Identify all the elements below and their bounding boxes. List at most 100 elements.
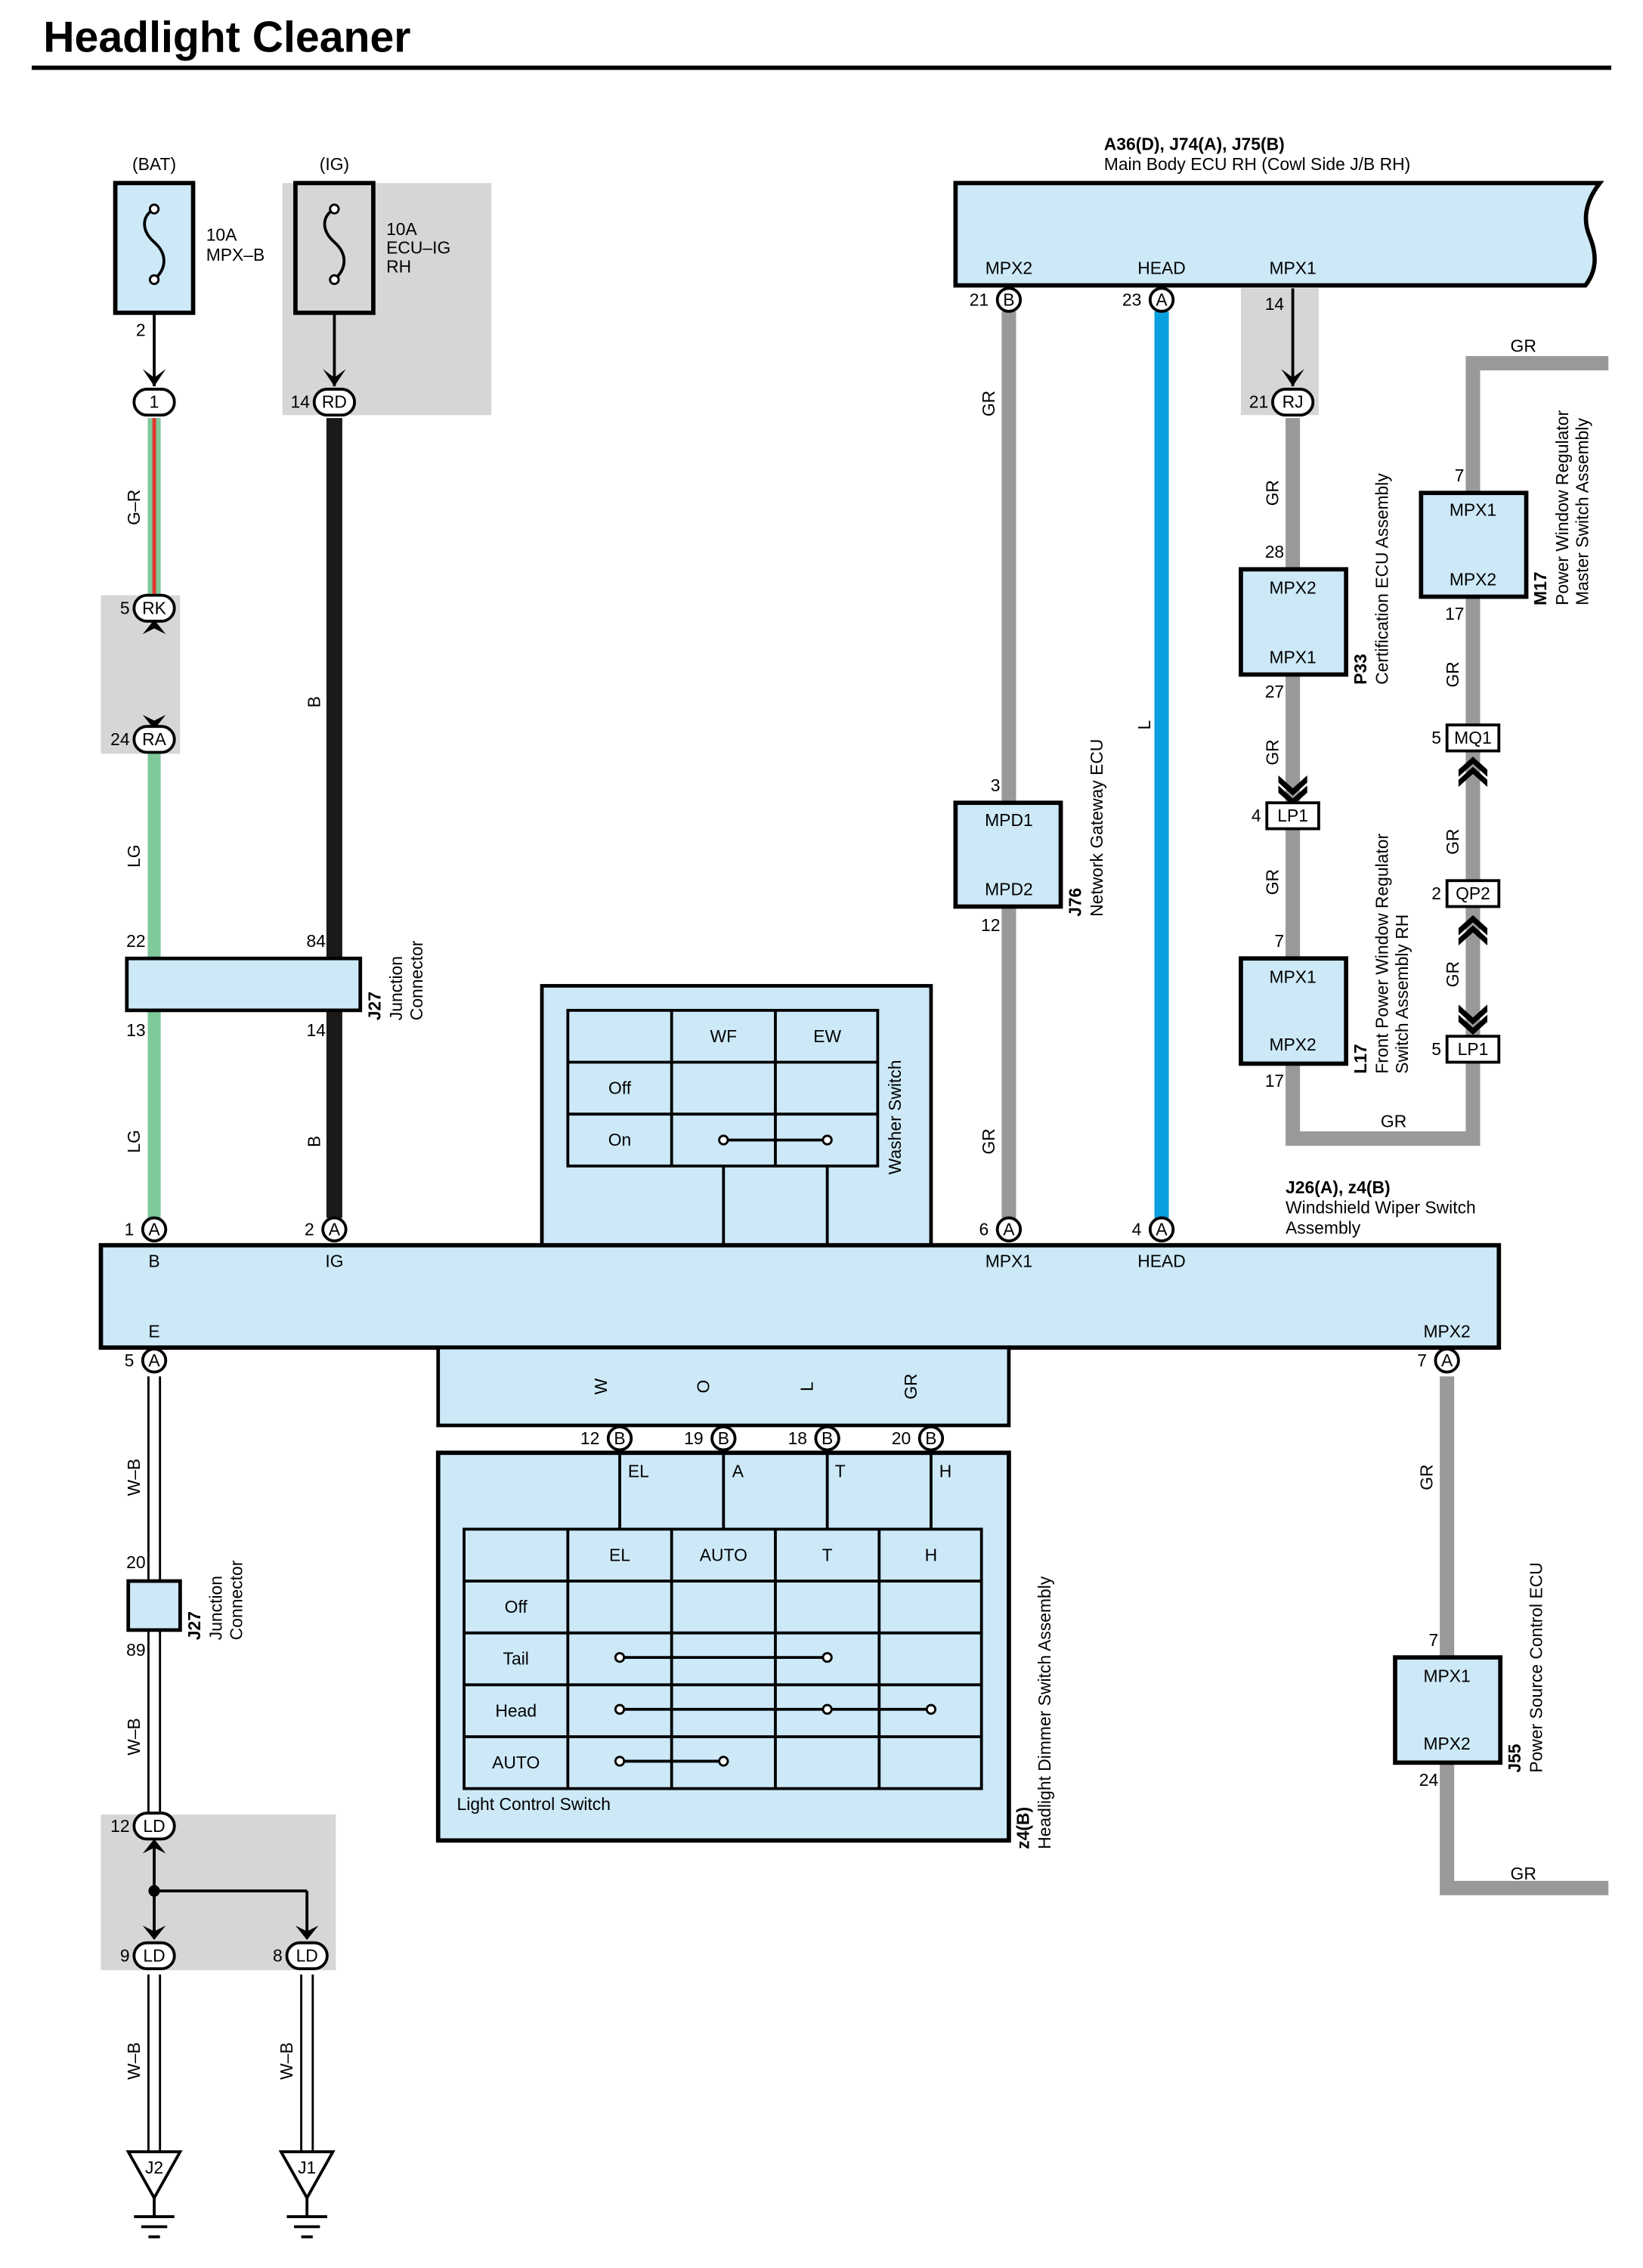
pin-5-mq1: 5	[1431, 728, 1441, 747]
ground-j2-label: J2	[145, 2158, 163, 2177]
psu-ref: J55	[1505, 1744, 1524, 1772]
front-pw-pin-mpx2: MPX2	[1269, 1035, 1316, 1054]
pin-5-lp1: 5	[1431, 1039, 1441, 1059]
wiper-switch-lower-tab	[436, 1345, 1011, 1428]
conn-a-7: A	[1441, 1351, 1453, 1370]
fuse-bat-amp: 10A	[206, 225, 237, 245]
lcs-row-off: Off	[505, 1597, 528, 1617]
washer-switch-table	[566, 1008, 880, 1245]
main-ecu-ref: A36(D), J74(A), J75(B)	[1104, 134, 1285, 153]
conn-ra: RA	[142, 729, 167, 749]
dimmer-pin-a: A	[732, 1462, 744, 1481]
rect-connectors	[1265, 723, 1501, 1064]
pin-7-psu: 7	[1428, 1630, 1438, 1650]
front-pw-pin-mpx1: MPX1	[1269, 967, 1316, 987]
main-ecu-pin-mpx1: MPX1	[1269, 258, 1316, 277]
gateway-pin-mpd2: MPD2	[985, 879, 1033, 899]
circle-connectors	[141, 286, 1460, 1452]
conn-b-21: B	[1003, 289, 1014, 309]
ig-label: (IG)	[320, 154, 349, 174]
pill-connectors	[132, 388, 1315, 1970]
pin-17-front-pw: 17	[1265, 1071, 1284, 1091]
pin-24-psu: 24	[1419, 1770, 1439, 1790]
junction-connector-j27-upper	[125, 956, 363, 1013]
j27-upper-name1: Junction	[386, 956, 406, 1020]
lcs-col-h: H	[925, 1545, 938, 1564]
page-title: Headlight Cleaner	[43, 14, 410, 62]
pin-14-rd: 14	[291, 392, 311, 412]
wire-b-lower: B	[304, 1136, 323, 1147]
pin-14-j27: 14	[307, 1020, 326, 1040]
main-ecu-pin-mpx2: MPX2	[985, 258, 1032, 277]
wire-gr-gateway-upper: GR	[979, 391, 998, 416]
pin-12-b: 12	[580, 1428, 599, 1448]
pin-20-b: 20	[892, 1428, 911, 1448]
wire-w-b-j2: W–B	[124, 2042, 144, 2080]
washer-col-ew: EW	[813, 1026, 841, 1046]
pin-4-lp1: 4	[1252, 806, 1261, 825]
light-control-table	[463, 1453, 983, 1790]
light-control-switch-label: Light Control Switch	[457, 1794, 611, 1814]
bat-label: (BAT)	[132, 154, 176, 174]
wiper-pin-ig: IG	[325, 1251, 343, 1270]
main-ecu-name: Main Body ECU RH (Cowl Side J/B RH)	[1104, 154, 1411, 174]
connector-arrows	[142, 369, 1488, 1940]
conn-ld-9: LD	[143, 1945, 165, 1965]
cert-ref: P33	[1351, 654, 1370, 685]
pin-89-j27: 89	[126, 1640, 145, 1660]
wiper-pin-e: E	[148, 1322, 159, 1341]
wire-gr-qp2-lp1: GR	[1443, 961, 1462, 987]
conn-ld-8: LD	[296, 1945, 318, 1965]
wire-l-head: L	[1134, 720, 1154, 730]
lcs-col-t: T	[822, 1545, 833, 1564]
wires	[147, 288, 1609, 2152]
psu-pin-mpx1: MPX1	[1423, 1666, 1470, 1686]
conn-rj: RJ	[1283, 392, 1304, 412]
conn-rd: RD	[322, 392, 347, 412]
j27-upper-name2: Connector	[407, 940, 426, 1020]
front-pw-ref: L17	[1351, 1044, 1370, 1073]
pin-1-a: 1	[125, 1219, 135, 1239]
fuse-ig-amp: 10A	[386, 219, 417, 239]
main-body-ecu-box	[953, 181, 1604, 288]
dimmer-pin-el: EL	[628, 1462, 649, 1481]
conn-b-20: B	[925, 1428, 936, 1448]
pin-12-gateway: 12	[981, 915, 1000, 935]
conn-a-6: A	[1003, 1219, 1015, 1239]
pw-master-switch-box	[1419, 490, 1529, 599]
network-gateway-ecu-box	[953, 800, 1063, 909]
conn-a-2: A	[329, 1219, 341, 1239]
dimmer-pin-h: H	[939, 1462, 952, 1481]
conn-mq1: MQ1	[1454, 728, 1492, 747]
lcs-row-auto: AUTO	[492, 1753, 540, 1772]
ground-j1-label: J1	[298, 2158, 316, 2177]
pin-19-b: 19	[684, 1428, 703, 1448]
pin-12-ld: 12	[110, 1816, 129, 1836]
fuse-mpx-b	[113, 181, 196, 315]
washer-switch-label: Washer Switch	[885, 1060, 905, 1175]
pin-5-rk: 5	[120, 598, 130, 617]
j27-lower-name2: Connector	[226, 1560, 246, 1640]
junction-connector-j27-lower	[126, 1579, 182, 1632]
pin-6-a: 6	[979, 1219, 989, 1239]
pin-21-rj: 21	[1249, 392, 1268, 412]
pin-2-qp2: 2	[1431, 883, 1441, 903]
fuse-bat-name: MPX–B	[206, 245, 265, 265]
wiper-switch-box	[98, 1242, 1502, 1350]
gateway-ref: J76	[1065, 888, 1085, 917]
fuse-ig-name1: ECU–IG	[386, 238, 450, 258]
wire-l-dimmer: L	[797, 1382, 817, 1391]
cert-pin-mpx2: MPX2	[1269, 578, 1316, 598]
j27-upper-ref: J27	[364, 992, 384, 1020]
wire-w-b-middle: W–B	[124, 1718, 144, 1756]
master-ref: M17	[1530, 571, 1550, 605]
fuse-ig-icon	[323, 207, 346, 281]
conn-qp2: QP2	[1456, 883, 1490, 903]
wire-gr-top-right: GR	[1511, 336, 1536, 355]
wiper-switch-name2: Assembly	[1286, 1218, 1361, 1237]
wire-g-r: G–R	[124, 490, 144, 525]
wire-gr-master: GR	[1443, 661, 1462, 687]
conn-a-5: A	[148, 1351, 160, 1370]
wire-gr-bottom-loop: GR	[1381, 1111, 1406, 1131]
